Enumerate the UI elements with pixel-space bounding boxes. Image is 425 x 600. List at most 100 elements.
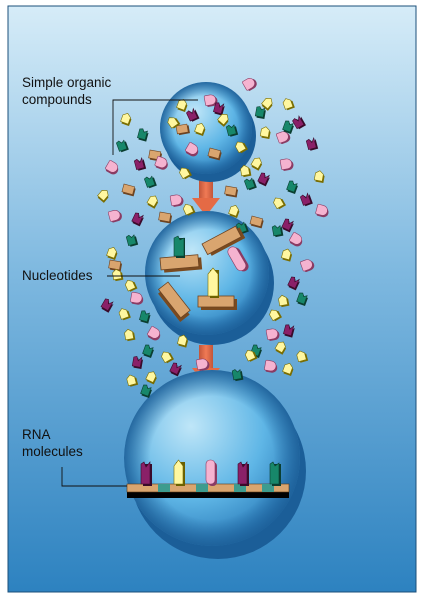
compound-fragment xyxy=(286,180,299,195)
compound-fragment xyxy=(235,141,248,154)
compound-fragment xyxy=(203,94,218,107)
compound-fragment xyxy=(147,326,161,341)
compound-fragment xyxy=(126,374,139,387)
compound-fragment xyxy=(133,156,147,171)
compound-fragment xyxy=(240,164,252,178)
compound-fragment xyxy=(124,328,136,342)
compound-fragment xyxy=(124,279,138,292)
compound-fragment xyxy=(259,126,271,139)
leader-rna xyxy=(61,467,127,487)
compound-fragment xyxy=(305,136,319,151)
leader-lines xyxy=(61,99,198,487)
compound-fragment xyxy=(142,344,155,359)
compound-fragment xyxy=(282,363,294,377)
compound-fragment xyxy=(137,128,149,142)
compound-fragment xyxy=(158,211,173,224)
compound-fragment xyxy=(313,170,325,183)
compound-fragment xyxy=(154,155,168,170)
compound-fragment xyxy=(125,234,139,247)
compound-fragment xyxy=(194,123,206,137)
compound-fragment xyxy=(296,350,309,363)
compound-fragment xyxy=(115,139,129,153)
compound-fragment xyxy=(97,189,109,203)
compound-fragment xyxy=(169,362,182,377)
compound-fragment xyxy=(274,341,286,355)
compound-fragment xyxy=(265,328,280,341)
compound-fragment xyxy=(299,259,315,273)
compound-fragment xyxy=(228,205,240,219)
compound-fragment xyxy=(175,123,190,136)
sphere-rna xyxy=(124,370,306,559)
compound-fragment xyxy=(278,294,290,308)
compound-fragment xyxy=(292,115,306,130)
compound-fragment xyxy=(143,175,157,189)
compound-fragment xyxy=(315,203,329,218)
compound-fragment xyxy=(281,248,293,262)
compound-fragment xyxy=(120,113,132,127)
nucleotide-group xyxy=(157,225,249,322)
compound-fragment xyxy=(105,160,119,175)
compound-fragment xyxy=(299,192,313,207)
compound-fragment xyxy=(282,120,295,135)
compound-fragment xyxy=(213,102,225,116)
compound-fragment xyxy=(261,97,273,111)
compound-fragment xyxy=(296,292,309,307)
compound-fragment xyxy=(161,351,174,364)
compound-fragment xyxy=(145,371,157,385)
compound-fragment xyxy=(185,142,199,157)
compound-fragment xyxy=(242,78,257,91)
compound-fragment xyxy=(271,224,284,238)
compound-fragment xyxy=(167,117,181,129)
compound-fragment xyxy=(121,183,136,197)
compound-fragment xyxy=(231,368,244,382)
compound-fragment xyxy=(195,358,210,371)
compound-fragment xyxy=(179,167,192,180)
compound-fragment xyxy=(225,124,239,137)
compound-fragment xyxy=(118,308,131,321)
leader-compounds xyxy=(112,99,198,155)
compound-fragment xyxy=(244,349,258,362)
compound-fragment xyxy=(108,259,123,272)
compound-fragment xyxy=(281,218,294,233)
compound-fragment xyxy=(282,98,295,111)
compound-fragment xyxy=(289,232,303,247)
compound-fragment xyxy=(130,291,144,305)
compound-fragment xyxy=(217,113,229,127)
compound-fragment xyxy=(186,107,200,122)
compound-fragment xyxy=(273,197,286,210)
compound-fragment xyxy=(275,131,291,145)
compound-fragment xyxy=(146,195,158,209)
scattered-compounds xyxy=(97,78,329,399)
compound-fragment xyxy=(182,203,196,216)
compound-fragment xyxy=(264,359,278,373)
compound-fragment xyxy=(249,215,264,229)
compound-fragment xyxy=(257,172,270,187)
compound-fragment xyxy=(139,310,151,324)
compound-fragment xyxy=(169,194,184,207)
compound-fragment xyxy=(131,356,144,369)
compound-fragment xyxy=(269,309,282,322)
compound-fragment xyxy=(140,384,153,399)
compound-fragment xyxy=(287,276,300,291)
compound-fragment xyxy=(207,147,222,161)
label-rna-line1: RNA xyxy=(22,427,51,442)
compound-fragment xyxy=(106,247,118,261)
compound-fragment xyxy=(283,324,295,338)
compound-fragment xyxy=(131,212,144,227)
compound-fragment xyxy=(254,106,266,119)
rna-strand xyxy=(126,459,290,498)
label-compounds-line2: compounds xyxy=(22,92,92,107)
compound-fragment xyxy=(176,99,188,113)
compound-fragment xyxy=(243,177,257,191)
label-compounds-line1: Simple organic xyxy=(22,75,112,90)
compound-fragment xyxy=(224,185,239,198)
compound-fragment xyxy=(279,158,294,171)
compound-fragment xyxy=(100,298,114,313)
label-nucleotides: Nucleotides xyxy=(22,268,93,283)
compound-fragment xyxy=(107,209,122,223)
label-rna-line2: molecules xyxy=(22,444,83,459)
compound-fragment xyxy=(177,334,189,348)
compound-fragment xyxy=(250,157,262,171)
